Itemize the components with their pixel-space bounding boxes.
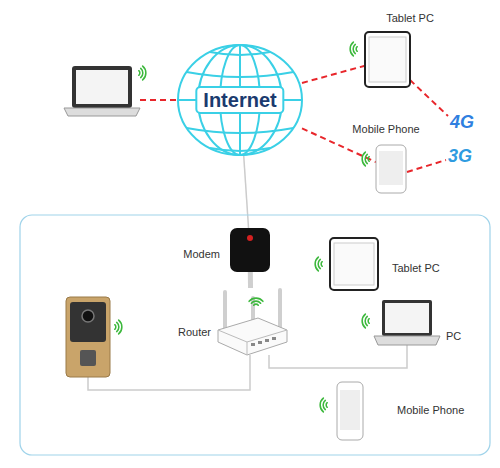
device-node: Router (215, 288, 287, 355)
tablet-illustration (330, 238, 378, 290)
router-illustration (218, 290, 287, 355)
device-label: Mobile Phone (352, 123, 419, 136)
tablet-illustration (365, 32, 410, 87)
doorbell-cable (88, 355, 250, 390)
device-node: Tablet PC (365, 32, 410, 87)
device-node: PC (374, 300, 440, 345)
modem-illustration (230, 228, 270, 272)
home-network-frame (20, 215, 490, 455)
wifi-symbol (115, 42, 369, 412)
internet-globe (178, 45, 302, 155)
network-title: Internet (195, 86, 284, 114)
internet-cloud: Internet (178, 45, 302, 155)
device-label: Router (178, 326, 211, 339)
network-cable (269, 345, 407, 368)
device-label: PC (446, 330, 461, 343)
device-node: Mobile Phone (376, 145, 406, 193)
device-label: Tablet PC (392, 262, 440, 275)
pc-illustration (374, 300, 440, 345)
device-node: Tablet PC (330, 238, 378, 290)
network-cable (248, 272, 253, 288)
phone-illustration (376, 145, 406, 193)
phone-illustration (337, 382, 363, 440)
device-node: Mobile Phone (337, 382, 363, 440)
wireless-link (302, 66, 365, 83)
doorbell-illustration (66, 297, 110, 377)
device-node: Modem (230, 228, 270, 272)
laptop-illustration (64, 66, 140, 116)
network-cable (244, 155, 249, 228)
device-label: Tablet PC (386, 12, 434, 25)
device-label: Mobile Phone (397, 404, 464, 417)
network-generation: 3G (448, 146, 472, 166)
device-label: Modem (183, 248, 220, 261)
network-generation: 4G (450, 112, 474, 132)
